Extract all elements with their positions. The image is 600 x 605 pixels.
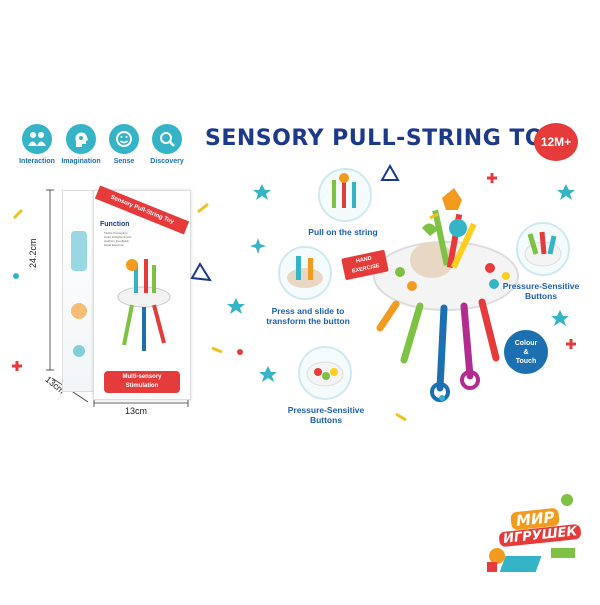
pressure-bubble bbox=[298, 346, 352, 400]
product-box: Sensory Pull-String Toy Function Tactile… bbox=[93, 185, 191, 400]
feature-label: Sense bbox=[113, 158, 135, 165]
function-label: Function bbox=[100, 221, 130, 228]
colour-touch-badge: Colour & Touch bbox=[504, 330, 548, 374]
callout-pressure-bottom: Pressure-Sensitive Buttons bbox=[287, 405, 365, 425]
press-slide-bubble bbox=[278, 246, 332, 300]
feature-label: Interaction bbox=[19, 158, 55, 165]
box-side-panel bbox=[62, 190, 96, 392]
pressure-right-bubble bbox=[516, 222, 570, 276]
feature-imagination: Imagination bbox=[56, 124, 106, 165]
multi-sensory-banner: Multi-sensory Stimulation bbox=[104, 371, 180, 393]
smile-sense-icon bbox=[109, 124, 139, 154]
pull-string-bubble bbox=[318, 168, 372, 222]
callout-pull-string: Pull on the string bbox=[308, 227, 378, 237]
box-toy-image bbox=[117, 259, 171, 351]
callout-press-slide: Press and slide to transform the button bbox=[266, 306, 350, 326]
toy-illustration bbox=[373, 188, 519, 402]
feature-discovery: Discovery bbox=[142, 124, 192, 165]
feature-label: Imagination bbox=[61, 158, 101, 165]
page-title: SENSORY PULL-STRING TOY bbox=[205, 126, 560, 151]
people-icon bbox=[22, 124, 52, 154]
age-badge: 12M+ bbox=[534, 123, 578, 161]
width-label: 13cm bbox=[125, 406, 148, 416]
function-list: Tactile Perception Color Enlightenment A… bbox=[104, 231, 132, 247]
head-gears-icon bbox=[66, 124, 96, 154]
feature-sense: Sense bbox=[99, 124, 149, 165]
search-face-icon bbox=[152, 124, 182, 154]
callout-pressure-right: Pressure-Sensitive Buttons bbox=[502, 281, 580, 301]
feature-interaction: Interaction bbox=[12, 124, 62, 165]
feature-label: Discovery bbox=[150, 158, 184, 165]
brand-logo: МИР ИГРУШЕК bbox=[481, 486, 582, 578]
